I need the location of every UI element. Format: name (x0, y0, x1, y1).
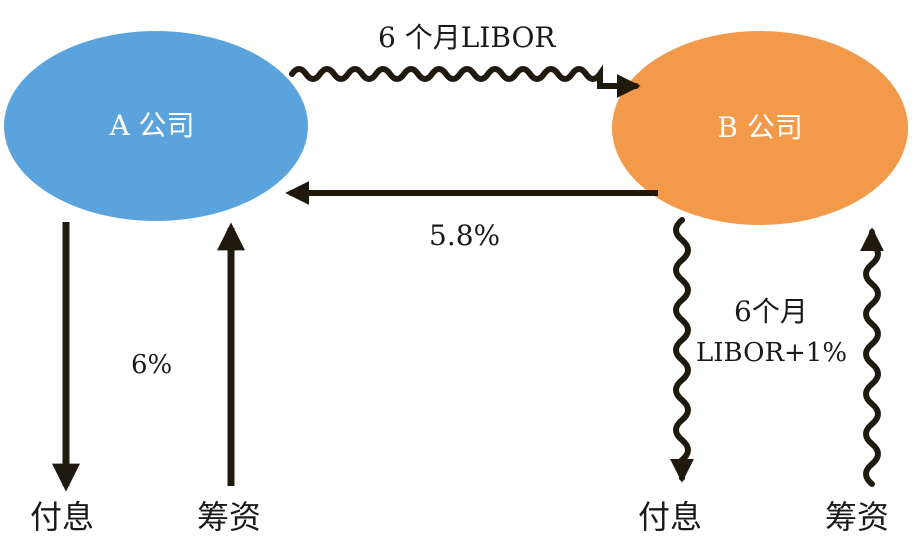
arrow-b-fund (860, 227, 884, 487)
a-pay-rate-label: 6% (131, 350, 173, 380)
floating-rate-label: 6 个月LIBOR (378, 21, 556, 54)
b-pay-caption: 付息 (637, 498, 703, 536)
company-a-label: A 公司 (109, 109, 195, 142)
company-b-label: B 公司 (717, 111, 803, 144)
arrow-a-to-b-floating (289, 64, 641, 98)
fixed-rate-label: 5.8% (429, 219, 501, 252)
arrow-b-pay (670, 217, 694, 483)
b-pay-rate-line2: LIBOR+1% (696, 338, 848, 368)
company-b-node (612, 31, 908, 225)
a-fund-caption: 筹资 (196, 498, 262, 536)
b-fund-caption: 筹资 (824, 498, 890, 536)
b-pay-rate-line1: 6个月 (734, 295, 808, 328)
company-a-node (4, 31, 308, 221)
a-pay-caption: 付息 (29, 498, 95, 536)
